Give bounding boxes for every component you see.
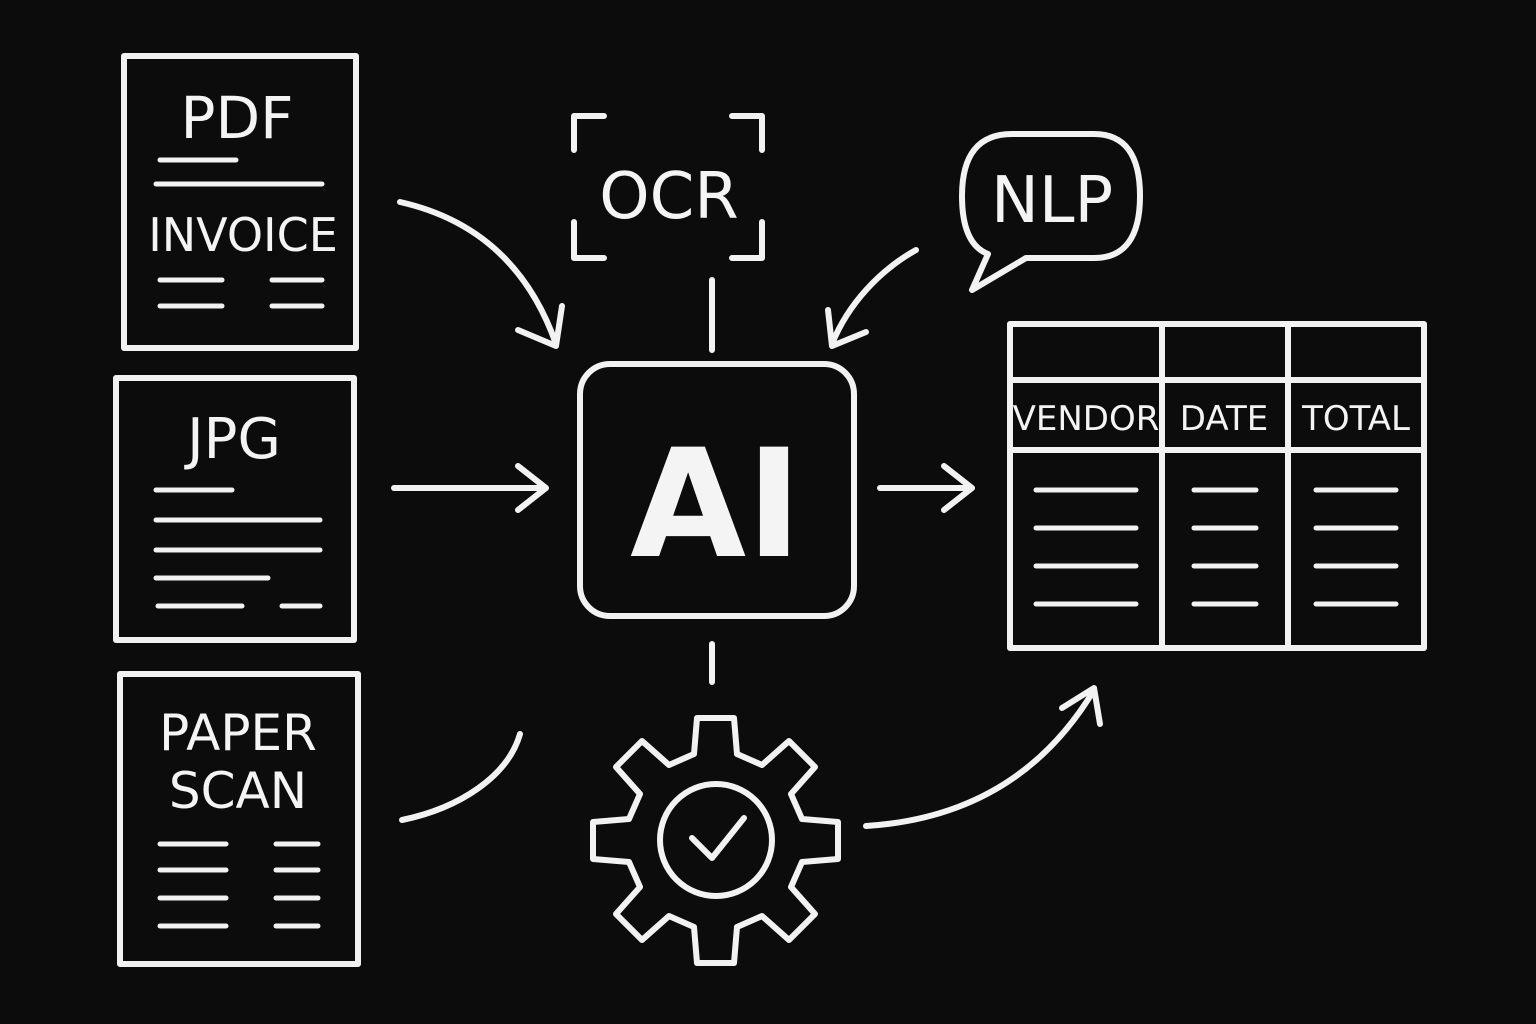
jpg-label: JPG <box>184 407 281 472</box>
check-circle <box>657 781 775 899</box>
jpg-document: JPG <box>113 375 357 643</box>
pdf-to-ai-arrow <box>397 199 559 347</box>
arrow-head <box>1059 685 1103 727</box>
ocr-scanner: OCR <box>571 113 765 261</box>
gear-check-icon <box>590 715 841 966</box>
scan-corner <box>729 219 765 261</box>
scan-corner <box>729 113 765 153</box>
nlp-bubble: NLP <box>959 131 1143 293</box>
table-rows <box>1033 487 1399 607</box>
check-icon <box>689 815 747 861</box>
gear-to-table-arrow <box>863 687 1097 829</box>
paper-scan-to-ai-line <box>399 731 523 823</box>
table-header-vendor: VENDOR <box>1013 399 1160 439</box>
pdf-invoice-document: PDF INVOICE <box>121 53 359 351</box>
scan-corner <box>571 219 607 261</box>
nlp-label: NLP <box>991 164 1113 238</box>
ai-box <box>577 361 857 619</box>
table-header-date: DATE <box>1180 399 1268 439</box>
pdf-label: PDF <box>181 84 294 152</box>
jpg-document-frame <box>113 375 357 643</box>
paper-scan-document-frame <box>117 671 361 967</box>
scan-label: SCAN <box>169 762 307 820</box>
arrow-head <box>515 463 549 513</box>
arrow-head <box>515 303 565 349</box>
table-frame <box>1007 321 1427 651</box>
paper-label: PAPER <box>159 704 317 762</box>
invoice-label: INVOICE <box>148 208 338 262</box>
arrow-head <box>941 463 975 513</box>
nlp-to-ai-arrow <box>829 247 919 347</box>
table-header-total: TOTAL <box>1301 399 1410 439</box>
paper-scan-document: PAPER SCAN <box>117 671 361 967</box>
ai-engine: AI <box>577 361 857 619</box>
gear-outline <box>590 715 841 966</box>
scan-corner <box>571 113 607 153</box>
ocr-label: OCR <box>599 160 739 234</box>
pdf-document-frame <box>121 53 359 351</box>
ai-label: AI <box>630 418 802 592</box>
flow-arrows <box>391 199 1103 829</box>
output-table: VENDOR DATE TOTAL <box>1007 321 1427 651</box>
speech-bubble-icon <box>959 131 1143 293</box>
arrow-head <box>825 307 869 349</box>
